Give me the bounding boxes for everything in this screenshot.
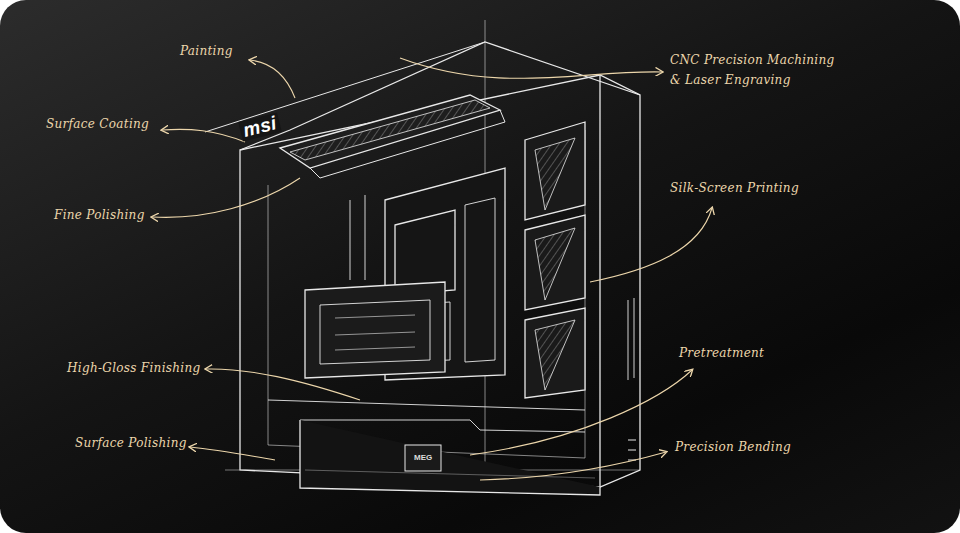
process-label: Silk-Screen Printing (670, 178, 799, 198)
process-label: CNC Precision Machining & Laser Engravin… (670, 50, 845, 90)
process-label: Precision Bending (675, 437, 791, 457)
process-label: Fine Polishing (54, 205, 145, 225)
process-label: Pretreatment (679, 343, 764, 363)
process-label: Surface Polishing (75, 433, 187, 453)
process-label: Surface Coating (46, 114, 149, 134)
model-badge: MEG (411, 452, 435, 464)
brand-logo: msi (238, 113, 281, 142)
process-label: Painting (180, 41, 233, 61)
process-label: High-Gloss Finishing (67, 358, 200, 378)
